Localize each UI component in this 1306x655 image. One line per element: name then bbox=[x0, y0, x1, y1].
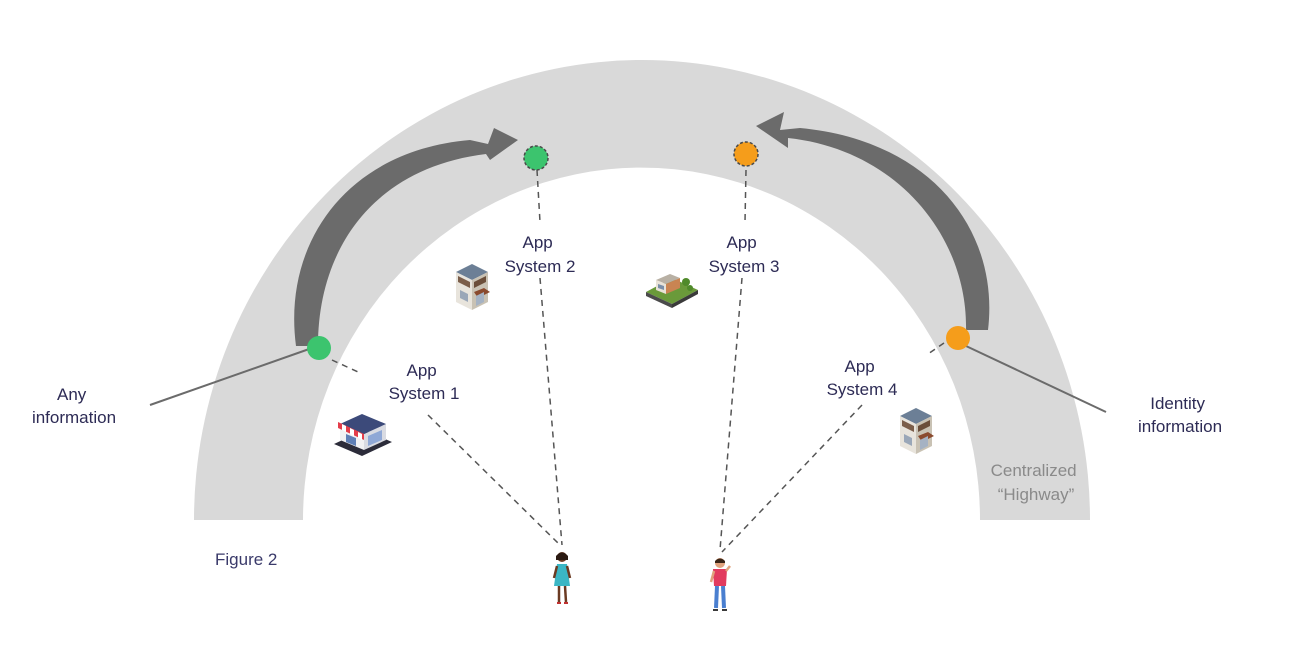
connector-system3-to-man bbox=[719, 277, 743, 551]
connector-node-to-system4 bbox=[927, 342, 945, 355]
app-system-1-label: App System 1 bbox=[389, 361, 460, 403]
dashed-connectors bbox=[331, 169, 945, 553]
orange-node-system3 bbox=[733, 141, 759, 167]
connector-node-to-system1 bbox=[331, 359, 359, 373]
green-node-system1 bbox=[307, 336, 331, 360]
app-system-4-label: App System 4 bbox=[827, 357, 898, 399]
figure-caption: Figure 2 bbox=[215, 550, 277, 569]
app-system-3-label: App System 3 bbox=[709, 233, 780, 276]
man-icon bbox=[709, 558, 731, 611]
connector-node-to-system3 bbox=[744, 169, 747, 223]
green-node-system2 bbox=[523, 145, 549, 171]
connector-system4-to-man bbox=[721, 404, 863, 553]
identity-information-label: Identity information bbox=[1138, 394, 1222, 436]
connector-system1-to-woman bbox=[427, 414, 561, 546]
house-with-garden-icon bbox=[646, 274, 698, 308]
connector-node-to-system2 bbox=[536, 169, 541, 223]
centralized-highway-arch bbox=[194, 60, 1090, 520]
data-flow-arrow-left bbox=[294, 128, 518, 346]
any-information-label: Any information bbox=[32, 385, 116, 427]
app-system-2-label: App System 2 bbox=[505, 233, 576, 276]
store-building-icon bbox=[334, 414, 392, 456]
data-flow-arrow-right bbox=[756, 112, 990, 330]
connector-system2-to-woman bbox=[539, 277, 563, 546]
centralized-highway-label: Centralized “Highway” bbox=[991, 461, 1082, 504]
woman-icon bbox=[552, 552, 572, 604]
orange-node-system4 bbox=[946, 326, 970, 350]
townhouse-building-icon bbox=[456, 264, 490, 310]
callout-line-identity-information bbox=[965, 345, 1107, 413]
townhouse-building-icon bbox=[900, 408, 934, 454]
callout-line-any-information bbox=[149, 347, 313, 406]
